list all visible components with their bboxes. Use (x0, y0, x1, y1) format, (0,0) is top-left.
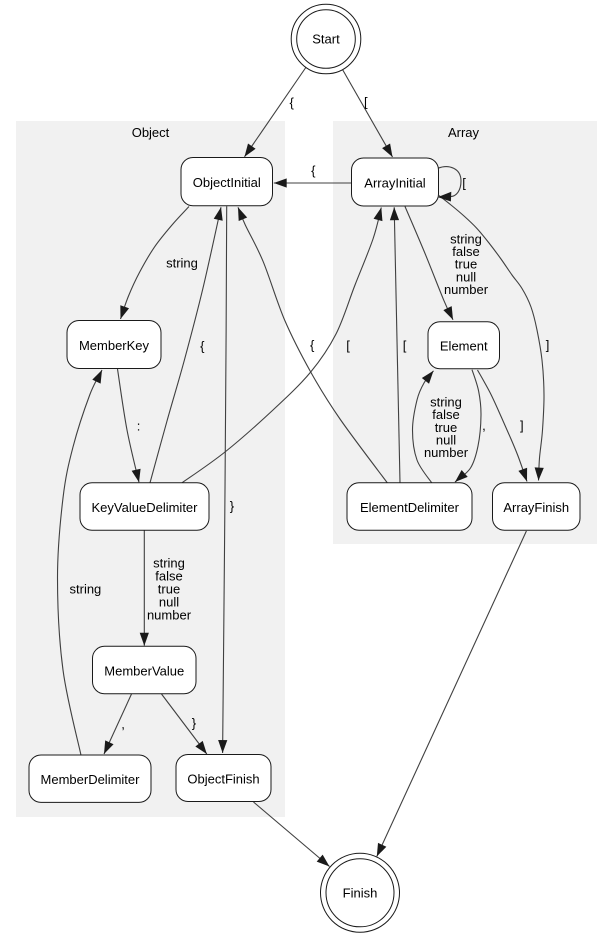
svg-text:true: true (158, 582, 180, 597)
svg-text:[: [ (462, 175, 466, 190)
svg-text:Start: Start (312, 32, 340, 47)
svg-text:MemberDelimiter: MemberDelimiter (41, 772, 141, 787)
svg-text:MemberKey: MemberKey (79, 338, 150, 353)
svg-text:{: { (311, 163, 316, 178)
svg-text:string: string (70, 582, 102, 597)
svg-text:null: null (436, 433, 456, 448)
svg-text::: : (137, 419, 141, 434)
svg-text:string: string (450, 231, 482, 246)
svg-text:null: null (159, 595, 179, 610)
svg-text:{: { (200, 338, 205, 353)
svg-text:{: { (310, 338, 315, 353)
svg-text:null: null (456, 269, 476, 284)
svg-text:}: } (230, 499, 235, 514)
svg-text:Element: Element (440, 339, 488, 354)
svg-text:Finish: Finish (343, 885, 378, 900)
svg-text:string: string (430, 394, 462, 409)
svg-text:ElementDelimiter: ElementDelimiter (360, 500, 460, 515)
svg-text:true: true (455, 257, 477, 272)
svg-text:true: true (435, 420, 457, 435)
svg-text:number: number (147, 608, 192, 623)
svg-text:Object: Object (132, 125, 170, 140)
svg-text:string: string (166, 256, 198, 271)
svg-text:Array: Array (448, 125, 480, 140)
svg-text:string: string (153, 556, 185, 571)
svg-text:]: ] (520, 418, 524, 433)
svg-text:ArrayFinish: ArrayFinish (503, 500, 569, 515)
svg-text:ObjectInitial: ObjectInitial (193, 175, 261, 190)
svg-text:false: false (432, 407, 459, 422)
svg-text:{: { (290, 95, 295, 110)
svg-text:number: number (444, 282, 489, 297)
svg-text:}: } (192, 716, 197, 731)
svg-text:[: [ (346, 338, 350, 353)
svg-text:number: number (424, 445, 469, 460)
svg-text:KeyValueDelimiter: KeyValueDelimiter (92, 500, 199, 515)
svg-text:false: false (155, 569, 182, 584)
svg-text:ObjectFinish: ObjectFinish (187, 771, 259, 786)
svg-text:false: false (452, 244, 479, 259)
svg-text:[: [ (364, 95, 368, 110)
svg-text:ArrayInitial: ArrayInitial (364, 175, 426, 190)
svg-text:MemberValue: MemberValue (104, 663, 184, 678)
svg-text:,: , (121, 717, 125, 732)
svg-text:]: ] (546, 337, 550, 352)
svg-text:[: [ (403, 338, 407, 353)
svg-text:,: , (482, 418, 486, 433)
